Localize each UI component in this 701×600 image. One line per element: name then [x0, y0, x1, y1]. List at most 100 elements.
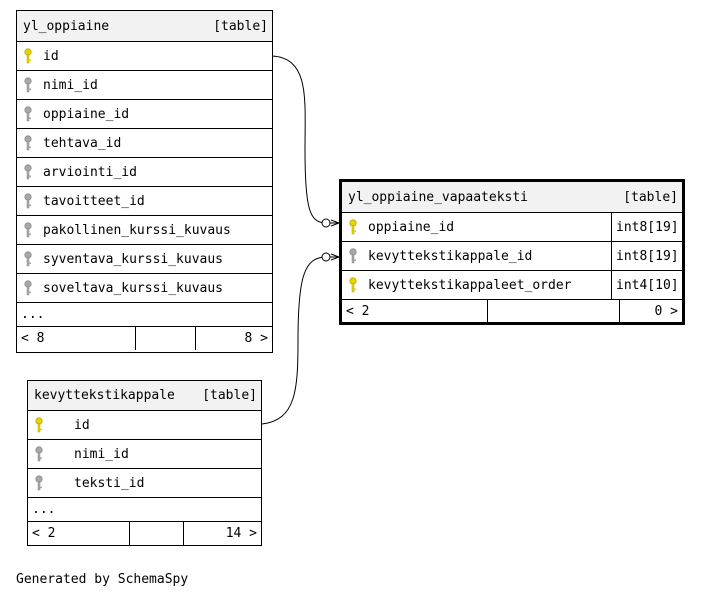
foreign-key-icon [24, 222, 32, 238]
foreign-key-icon [24, 77, 32, 93]
column-name: id [43, 48, 59, 64]
generated-by-credit: Generated by SchemaSpy [16, 572, 189, 587]
column-row[interactable]: nimi_id [28, 440, 261, 469]
link-end-crowfoot [330, 253, 341, 261]
column-row[interactable]: oppiaine_id [17, 100, 272, 129]
key-icon-slot [17, 100, 39, 128]
column-name: teksti_id [74, 475, 145, 491]
table-yl-oppiaine-vapaateksti[interactable]: yl_oppiaine_vapaateksti [table] oppiaine… [339, 179, 685, 325]
table-kind: [table] [623, 189, 678, 205]
column-row[interactable]: kevyttekstikappaleet_order int4[10] [342, 271, 682, 300]
column-row[interactable]: pakollinen_kurssi_kuvaus [17, 216, 272, 245]
table-footer: < 8 8 > [17, 327, 272, 350]
column-name: soveltava_kurssi_kuvaus [43, 280, 224, 296]
column-row[interactable]: tavoitteet_id [17, 187, 272, 216]
link-end-circle [321, 252, 331, 262]
column-row[interactable]: soveltava_kurssi_kuvaus [17, 274, 272, 303]
parents-count[interactable]: < 2 [342, 300, 488, 323]
footer-middle [488, 300, 620, 323]
column-row[interactable]: kevyttekstikappale_id int8[19] [342, 242, 682, 271]
table-name: yl_oppiaine_vapaateksti [348, 189, 529, 205]
children-count[interactable]: 8 > [244, 331, 268, 346]
parents-count[interactable]: < 8 [17, 327, 136, 350]
column-name: oppiaine_id [43, 106, 130, 122]
foreign-key-icon [24, 106, 32, 122]
key-icon-slot [17, 158, 39, 186]
column-name: oppiaine_id [368, 219, 455, 235]
column-type: int4[10] [611, 271, 682, 299]
column-name: arviointi_id [43, 164, 137, 180]
foreign-key-icon [24, 135, 32, 151]
key-icon-slot [17, 245, 39, 273]
column-name: tehtava_id [43, 135, 122, 151]
column-name: pakollinen_kurssi_kuvaus [43, 222, 231, 238]
footer-middle [130, 522, 184, 545]
table-yl-oppiaine[interactable]: yl_oppiaine [table] id nimi_id oppiaine_id… [16, 10, 273, 353]
more-columns: ... [17, 303, 272, 327]
children-count[interactable]: 14 > [225, 526, 257, 541]
more-columns: ... [28, 498, 261, 522]
key-icon-slot [17, 216, 39, 244]
key-icon-slot [28, 411, 50, 439]
foreign-key-icon [24, 164, 32, 180]
column-row[interactable]: id [28, 411, 261, 440]
key-icon-slot [342, 271, 364, 299]
column-row[interactable]: arviointi_id [17, 158, 272, 187]
column-name: nimi_id [43, 77, 98, 93]
column-name: kevyttekstikappale_id [368, 248, 533, 264]
column-list: id nimi_id oppiaine_id tehtava_id arviointi_… [17, 42, 272, 303]
column-row[interactable]: id [17, 42, 272, 71]
primary-key-icon [349, 277, 357, 293]
link-kevyttekstikappale-to-vapaateksti [261, 256, 326, 425]
key-icon-slot [17, 187, 39, 215]
column-row[interactable]: nimi_id [17, 71, 272, 100]
link-yl-oppiaine-to-vapaateksti [271, 55, 326, 224]
column-name: id [74, 417, 90, 433]
key-icon-slot [17, 42, 39, 70]
key-icon-slot [17, 129, 39, 157]
table-header: yl_oppiaine_vapaateksti [table] [342, 182, 682, 213]
key-icon-slot [28, 440, 50, 468]
foreign-key-icon [24, 193, 32, 209]
children-count[interactable]: 0 > [654, 304, 678, 319]
primary-key-icon [24, 48, 32, 64]
key-icon-slot [17, 274, 39, 302]
primary-key-icon [35, 417, 43, 433]
table-footer: < 2 0 > [342, 300, 682, 323]
column-type: int8[19] [611, 242, 682, 270]
foreign-key-icon [349, 248, 357, 264]
table-header: kevyttekstikappale [table] [28, 381, 261, 411]
table-kind: [table] [202, 388, 257, 403]
column-row[interactable]: tehtava_id [17, 129, 272, 158]
column-list: id nimi_id teksti_id [28, 411, 261, 498]
column-type: int8[19] [611, 213, 682, 241]
key-icon-slot [342, 213, 364, 241]
table-name: yl_oppiaine [23, 18, 110, 34]
table-header: yl_oppiaine [table] [17, 11, 272, 42]
table-footer: < 2 14 > [28, 522, 261, 545]
table-kind: [table] [213, 18, 268, 34]
column-row[interactable]: teksti_id [28, 469, 261, 498]
footer-middle [136, 327, 196, 350]
column-row[interactable]: syventava_kurssi_kuvaus [17, 245, 272, 274]
column-name: syventava_kurssi_kuvaus [43, 251, 224, 267]
link-end-crowfoot [330, 219, 341, 227]
parents-count[interactable]: < 2 [28, 522, 130, 545]
foreign-key-icon [35, 446, 43, 462]
foreign-key-icon [35, 475, 43, 491]
foreign-key-icon [24, 280, 32, 296]
key-icon-slot [28, 469, 50, 497]
column-row[interactable]: oppiaine_id int8[19] [342, 213, 682, 242]
key-icon-slot [342, 242, 364, 270]
foreign-key-icon [24, 251, 32, 267]
column-name: kevyttekstikappaleet_order [368, 277, 572, 293]
column-name: nimi_id [74, 446, 129, 462]
table-name: kevyttekstikappale [34, 388, 175, 403]
link-end-circle [321, 218, 331, 228]
primary-key-icon [349, 219, 357, 235]
column-name: tavoitteet_id [43, 193, 145, 209]
key-icon-slot [17, 71, 39, 99]
